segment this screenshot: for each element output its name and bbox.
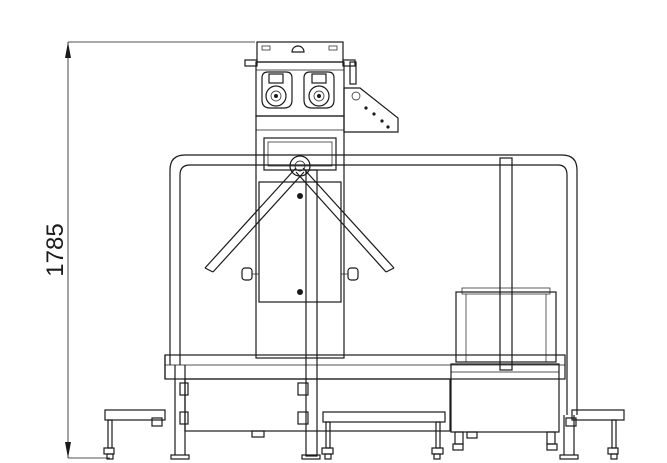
- dimension-arrow-top: [65, 42, 71, 58]
- top-left-bolt: [244, 59, 258, 67]
- vertical-arm: [305, 169, 318, 457]
- base-platform: [164, 354, 566, 438]
- base-box: [184, 378, 451, 432]
- left-step-tread: [104, 409, 166, 421]
- display-panel: [263, 137, 337, 171]
- top-right-bolt: [342, 59, 356, 67]
- left-sensor: [261, 71, 293, 109]
- middle-step-tread: [322, 411, 446, 423]
- dimension-arrow-bottom: [65, 442, 71, 458]
- dimension-label: 1785: [42, 223, 69, 276]
- cabinet-upper: [455, 291, 557, 363]
- right-sensor: [303, 71, 335, 109]
- frame-feet: [170, 454, 579, 460]
- tripod-arms: [204, 167, 395, 457]
- left-hinge: [241, 267, 253, 281]
- right-step: [565, 409, 625, 460]
- right-cabinet: [450, 287, 560, 451]
- column-body: [255, 115, 345, 359]
- height-dimension: 1785: [42, 41, 255, 459]
- right-post: [499, 157, 513, 371]
- left-step: [103, 409, 166, 460]
- right-hinge: [347, 267, 359, 281]
- middle-step: [321, 411, 446, 460]
- side-knob: [349, 61, 357, 85]
- central-column: [241, 41, 399, 359]
- top-handle: [291, 45, 305, 53]
- lower-door: [258, 181, 342, 303]
- right-step-tread: [571, 409, 625, 421]
- handrail-frame: [169, 154, 578, 455]
- cabinet-lower: [450, 363, 560, 433]
- base-rail: [164, 354, 566, 380]
